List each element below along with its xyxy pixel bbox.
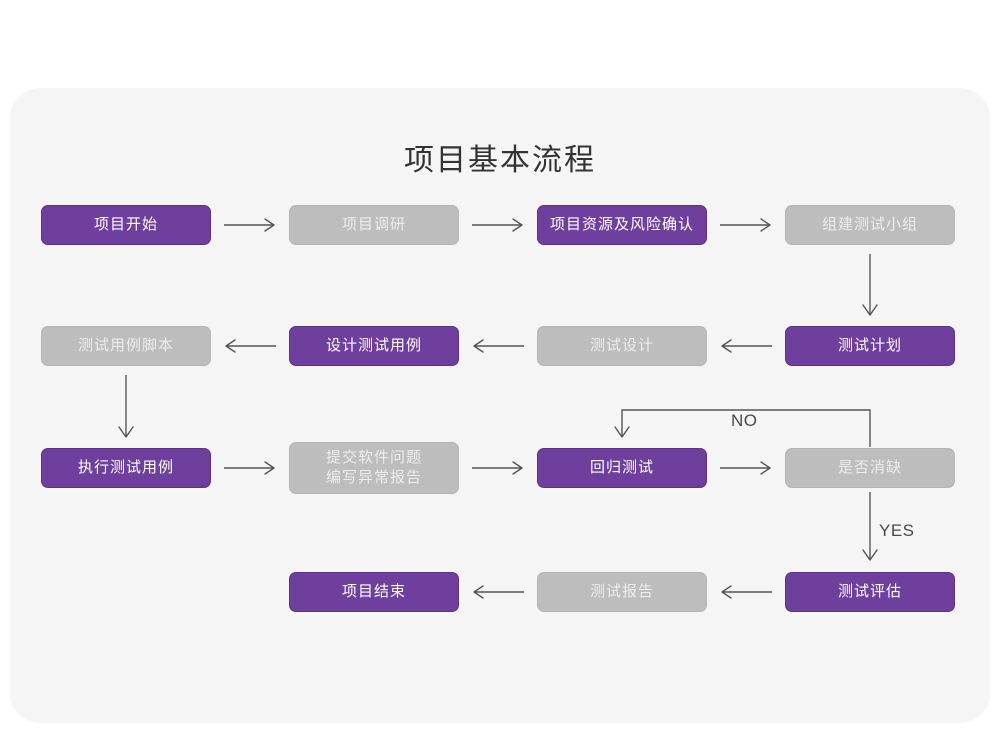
node-project-start[interactable]: 项目开始 — [41, 205, 211, 245]
node-build-test-team[interactable]: 组建测试小组 — [785, 205, 955, 245]
node-design-test-case[interactable]: 设计测试用例 — [289, 326, 459, 366]
flowchart-panel — [10, 88, 990, 723]
node-submit-issue-report[interactable]: 提交软件问题 编写异常报告 — [289, 442, 459, 494]
page-title: 项目基本流程 — [404, 144, 596, 177]
node-test-design[interactable]: 测试设计 — [537, 326, 707, 366]
node-resource-risk-confirm[interactable]: 项目资源及风险确认 — [537, 205, 707, 245]
node-test-report[interactable]: 测试报告 — [537, 572, 707, 612]
node-project-end[interactable]: 项目结束 — [289, 572, 459, 612]
node-project-research[interactable]: 项目调研 — [289, 205, 459, 245]
node-test-evaluation[interactable]: 测试评估 — [785, 572, 955, 612]
node-defect-cleared-check[interactable]: 是否消缺 — [785, 448, 955, 488]
edge-label-yes: YES — [879, 521, 915, 540]
node-test-plan[interactable]: 测试计划 — [785, 326, 955, 366]
node-execute-test-case[interactable]: 执行测试用例 — [41, 448, 211, 488]
edge-label-no: NO — [731, 411, 758, 430]
node-regression-test[interactable]: 回归测试 — [537, 448, 707, 488]
node-test-case-script[interactable]: 测试用例脚本 — [41, 326, 211, 366]
